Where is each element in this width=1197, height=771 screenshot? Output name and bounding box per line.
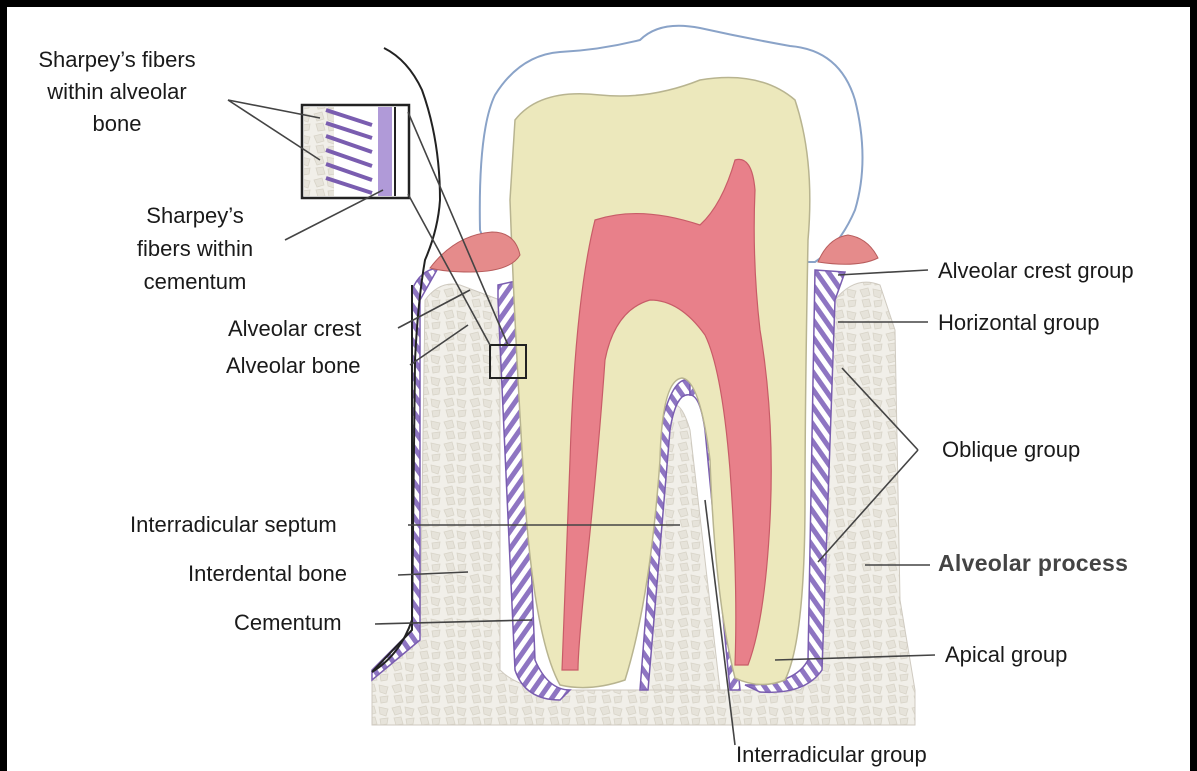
label-sharpey-bone-2: within alveolar — [12, 79, 222, 105]
gingiva-left — [430, 232, 520, 272]
label-cementum: Cementum — [234, 610, 342, 636]
label-alveolar-process: Alveolar process — [938, 550, 1128, 576]
label-alveolar-crest: Alveolar crest — [228, 316, 361, 342]
label-interdental-bone: Interdental bone — [188, 561, 347, 587]
label-sharpey-cementum-3: cementum — [110, 269, 280, 295]
label-sharpey-cementum-2: fibers within — [110, 236, 280, 262]
label-alveolar-crest-group: Alveolar crest group — [938, 258, 1134, 284]
gingival-outline-left — [372, 285, 412, 672]
label-sharpey-bone-1: Sharpey’s fibers — [12, 47, 222, 73]
label-apical-group: Apical group — [945, 642, 1067, 668]
label-interradicular-group: Interradicular group — [736, 742, 927, 768]
label-alveolar-bone: Alveolar bone — [226, 353, 361, 379]
label-sharpey-cementum-1: Sharpey’s — [110, 203, 280, 229]
label-sharpey-bone-3: bone — [12, 111, 222, 137]
label-interradicular-septum: Interradicular septum — [130, 512, 337, 538]
label-horizontal-group: Horizontal group — [938, 310, 1099, 336]
label-oblique-group: Oblique group — [942, 437, 1080, 463]
